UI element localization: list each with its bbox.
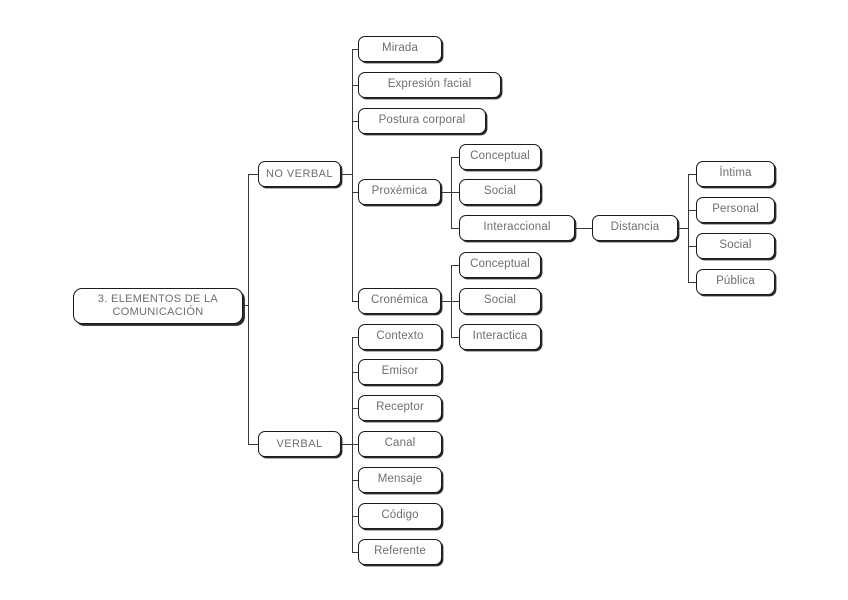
node-emisor[interactable]: Emisor (358, 359, 442, 385)
node-prox-social[interactable]: Social (459, 179, 541, 205)
node-cronemica[interactable]: Cronémica (358, 288, 441, 314)
node-postura-corporal[interactable]: Postura corporal (358, 108, 486, 134)
node-canal[interactable]: Canal (358, 431, 442, 457)
connector-distancia-trunk (688, 174, 689, 282)
node-verbal[interactable]: VERBAL (258, 431, 341, 457)
node-expresion-facial[interactable]: Expresión facial (358, 72, 501, 98)
connector-proxemica-stub (441, 192, 451, 193)
connector-main-trunk (248, 174, 249, 445)
connector-distancia-stub (678, 228, 688, 229)
connector-to-cronemica (352, 301, 358, 302)
connector-root-stub (243, 305, 249, 306)
connector-to-codigo (352, 516, 358, 517)
node-cron-social[interactable]: Social (459, 288, 541, 314)
node-dist-social[interactable]: Social (696, 233, 775, 259)
connector-to-expresion-facial (352, 85, 358, 86)
connector-trunk-to-verbal (248, 444, 258, 445)
node-mensaje[interactable]: Mensaje (358, 467, 442, 493)
node-prox-interaccional[interactable]: Interaccional (459, 215, 575, 241)
node-contexto[interactable]: Contexto (358, 324, 442, 350)
node-receptor[interactable]: Receptor (358, 395, 442, 421)
connector-cronemica-stub (441, 301, 451, 302)
connector-to-prox-interaccional (451, 228, 459, 229)
connector-to-dist-intima (688, 174, 696, 175)
node-dist-publica[interactable]: Pública (696, 269, 775, 295)
connector-to-dist-social (688, 246, 696, 247)
node-no-verbal[interactable]: NO VERBAL (258, 161, 341, 187)
connector-noverbal-stub (341, 174, 352, 175)
connector-to-proxemica (352, 192, 358, 193)
connector-interaccional-to-distancia (575, 228, 592, 229)
connector-to-mensaje (352, 480, 358, 481)
node-distancia[interactable]: Distancia (592, 215, 678, 241)
connector-verbal-stub (341, 444, 352, 445)
connector-noverbal-trunk (352, 49, 353, 301)
connector-to-receptor (352, 408, 358, 409)
connector-to-referente (352, 552, 358, 553)
connector-to-prox-conceptual (451, 157, 459, 158)
connector-to-dist-publica (688, 282, 696, 283)
connector-to-dist-personal (688, 210, 696, 211)
node-mirada[interactable]: Mirada (358, 36, 442, 62)
node-cron-interactica[interactable]: Interactica (459, 324, 541, 350)
connector-to-contexto (352, 337, 358, 338)
connector-to-canal (352, 444, 358, 445)
node-root[interactable]: 3. ELEMENTOS DE LA COMUNICACIÓN (73, 288, 243, 324)
node-proxemica[interactable]: Proxémica (358, 179, 441, 205)
node-prox-conceptual[interactable]: Conceptual (459, 144, 541, 170)
connector-to-postura-corporal (352, 121, 358, 122)
node-dist-intima[interactable]: Íntima (696, 161, 775, 187)
node-referente[interactable]: Referente (358, 539, 442, 565)
node-codigo[interactable]: Código (358, 503, 442, 529)
connector-to-mirada (352, 49, 358, 50)
connector-to-cron-conceptual (451, 265, 459, 266)
connector-to-cron-social (451, 301, 459, 302)
connector-to-emisor (352, 372, 358, 373)
node-dist-personal[interactable]: Personal (696, 197, 775, 223)
connector-trunk-to-noverbal (248, 174, 258, 175)
connector-to-cron-interactica (451, 337, 459, 338)
node-cron-conceptual[interactable]: Conceptual (459, 252, 541, 278)
connector-to-prox-social (451, 192, 459, 193)
